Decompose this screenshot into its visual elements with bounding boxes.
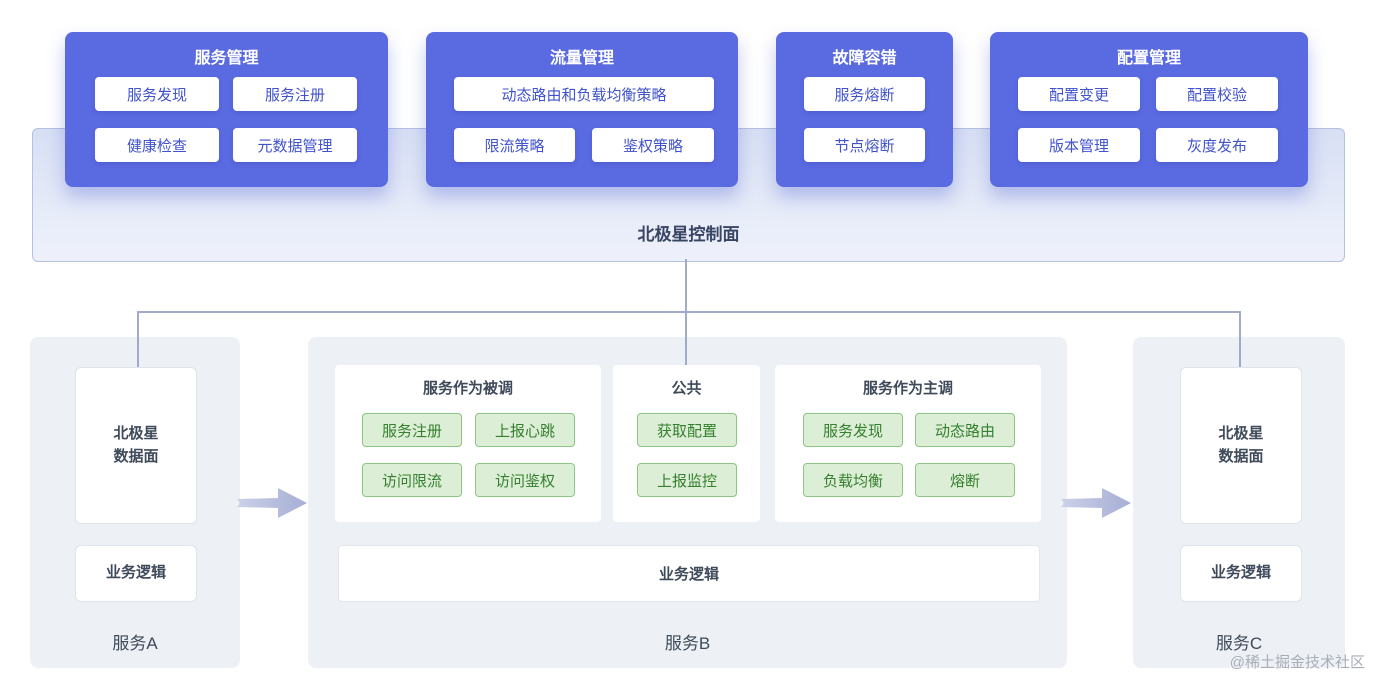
connector-horizontal bbox=[137, 311, 1241, 313]
watermark: @稀土掘金技术社区 bbox=[1229, 654, 1365, 671]
card-config-management: 配置管理 配置变更 配置校验 版本管理 灰度发布 bbox=[990, 32, 1308, 187]
service-a-label: 服务A bbox=[112, 634, 158, 653]
service-c-data-plane-box: 北极星 数据面 bbox=[1180, 367, 1302, 524]
card-traffic-management: 流量管理 动态路由和负载均衡策略 限流策略 鉴权策略 bbox=[426, 32, 738, 187]
card-title: 服务管理 bbox=[194, 50, 259, 67]
connector-center-vertical bbox=[685, 259, 687, 337]
sdk-access-rate-limit: 访问限流 bbox=[362, 463, 462, 497]
connector-left-vertical bbox=[137, 311, 139, 337]
feature-config-change: 配置变更 bbox=[1018, 77, 1140, 111]
feature-gray-release: 灰度发布 bbox=[1156, 128, 1278, 162]
sdk-access-auth: 访问鉴权 bbox=[475, 463, 575, 497]
sdk-heartbeat-report: 上报心跳 bbox=[475, 413, 575, 447]
service-a-card: 北极星 数据面 业务逻辑 服务A bbox=[30, 337, 240, 668]
service-b-label: 服务B bbox=[664, 634, 711, 653]
panel-title: 公共 bbox=[671, 380, 702, 397]
panel-as-caller: 服务作为主调 服务发现 动态路由 负载均衡 熔断 bbox=[775, 365, 1041, 522]
sdk-circuit-break: 熔断 bbox=[915, 463, 1015, 497]
card-title: 流量管理 bbox=[549, 50, 614, 67]
feature-config-validate: 配置校验 bbox=[1156, 77, 1278, 111]
panel-title: 服务作为主调 bbox=[862, 380, 953, 397]
data-plane-line1: 北极星 bbox=[1218, 425, 1264, 442]
card-service-management: 服务管理 服务发现 服务注册 健康检查 元数据管理 bbox=[65, 32, 388, 187]
connector-into-service-b bbox=[685, 337, 687, 365]
card-title: 配置管理 bbox=[1116, 50, 1181, 67]
service-a-business-logic-box: 业务逻辑 bbox=[75, 545, 197, 602]
service-b-card: 服务作为被调 服务注册 上报心跳 访问限流 访问鉴权 公共 获取配置 上报监控 … bbox=[308, 337, 1067, 668]
sdk-service-discovery: 服务发现 bbox=[803, 413, 903, 447]
feature-node-circuit-break: 节点熔断 bbox=[804, 128, 925, 162]
arrow-b-to-c-icon bbox=[1061, 488, 1131, 518]
sdk-service-register: 服务注册 bbox=[362, 413, 462, 447]
sdk-report-monitor: 上报监控 bbox=[637, 463, 737, 497]
data-plane-line2: 数据面 bbox=[113, 447, 159, 465]
panel-as-callee: 服务作为被调 服务注册 上报心跳 访问限流 访问鉴权 bbox=[335, 365, 601, 522]
feature-rate-limit-policy: 限流策略 bbox=[454, 128, 575, 162]
card-fault-tolerance: 故障容错 服务熔断 节点熔断 bbox=[776, 32, 953, 187]
sdk-load-balancing: 负载均衡 bbox=[803, 463, 903, 497]
service-a-data-plane-box: 北极星 数据面 bbox=[75, 367, 197, 524]
feature-version-management: 版本管理 bbox=[1018, 128, 1140, 162]
sdk-get-config: 获取配置 bbox=[637, 413, 737, 447]
feature-dynamic-routing-lb-policy: 动态路由和负载均衡策略 bbox=[454, 77, 714, 111]
service-c-label: 服务C bbox=[1215, 634, 1263, 653]
panel-title: 服务作为被调 bbox=[422, 380, 513, 397]
control-plane-label: 北极星控制面 bbox=[637, 225, 740, 244]
feature-service-circuit-break: 服务熔断 bbox=[804, 77, 925, 111]
connector-into-service-c bbox=[1239, 337, 1241, 367]
card-title: 故障容错 bbox=[832, 50, 897, 67]
data-plane-line1: 北极星 bbox=[113, 425, 159, 442]
arrow-a-to-b-icon bbox=[237, 488, 307, 518]
connector-right-vertical bbox=[1239, 311, 1241, 337]
feature-auth-policy: 鉴权策略 bbox=[592, 128, 714, 162]
connector-into-service-a bbox=[137, 337, 139, 367]
service-c-business-logic-box: 业务逻辑 bbox=[1180, 545, 1302, 602]
service-c-card: 北极星 数据面 业务逻辑 服务C bbox=[1133, 337, 1345, 668]
data-plane-text: 北极星 数据面 bbox=[113, 423, 158, 468]
sdk-dynamic-routing: 动态路由 bbox=[915, 413, 1015, 447]
data-plane-line2: 数据面 bbox=[1218, 447, 1264, 465]
feature-service-register: 服务注册 bbox=[233, 77, 357, 111]
feature-metadata-management: 元数据管理 bbox=[233, 128, 357, 162]
data-plane-text: 北极星 数据面 bbox=[1218, 423, 1263, 468]
feature-service-discovery: 服务发现 bbox=[95, 77, 219, 111]
service-b-business-logic-bar: 业务逻辑 bbox=[338, 545, 1040, 602]
panel-common: 公共 获取配置 上报监控 bbox=[613, 365, 760, 522]
feature-health-check: 健康检查 bbox=[95, 128, 219, 162]
